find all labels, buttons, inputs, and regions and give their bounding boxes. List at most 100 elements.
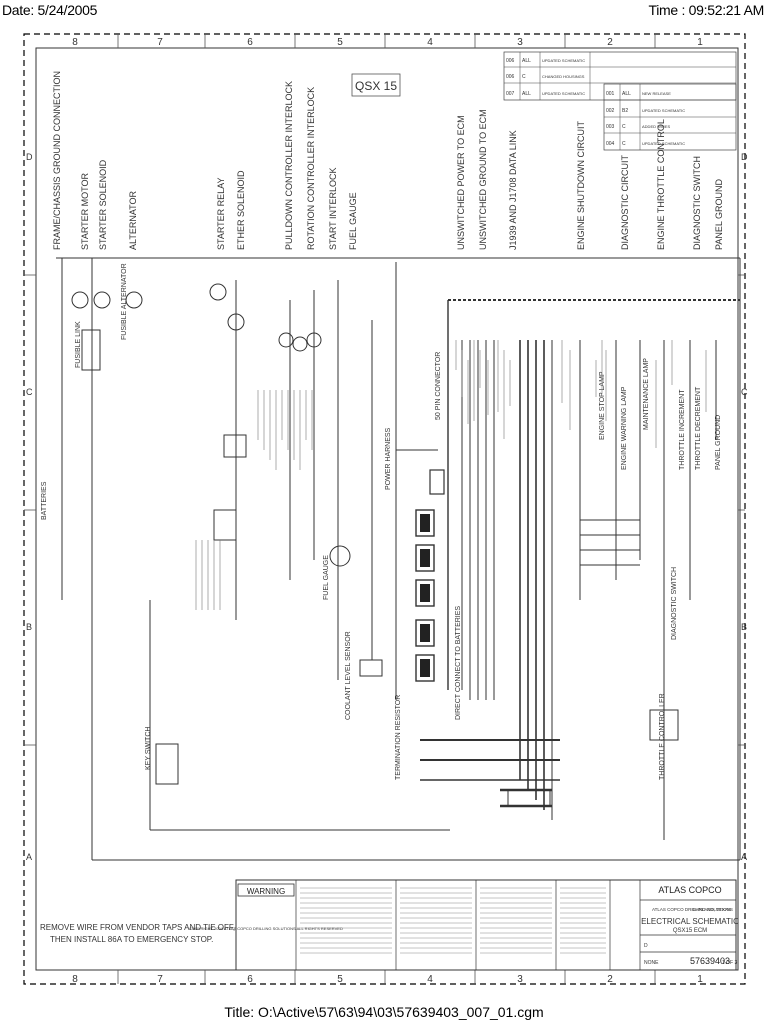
zone-number-bottom: 6 xyxy=(247,974,253,985)
revision-zone: C xyxy=(622,141,626,147)
connector-block xyxy=(415,509,435,537)
zone-number-bottom: 4 xyxy=(427,974,433,985)
connector-pin-group xyxy=(420,514,430,532)
zone-letter-left: C xyxy=(26,387,33,397)
connector-pin-group xyxy=(420,659,430,677)
connector-pin-group xyxy=(420,549,430,567)
vendor-note-line-2: THEN INSTALL 86A TO EMERGENCY STOP. xyxy=(50,935,213,944)
ecm-connectors xyxy=(415,469,445,682)
key-switch-symbol xyxy=(155,743,179,785)
revision-description: UPDATED SCHEMATIC xyxy=(542,91,585,96)
revision-description: UPDATED SCHEMATIC xyxy=(642,108,685,113)
function-label: UNSWITCHED POWER TO ECM xyxy=(456,115,466,250)
zone-number-bottom: 7 xyxy=(157,974,163,985)
engine-label-box: QSX 15 xyxy=(351,73,401,97)
revision-zone: ALL xyxy=(522,58,531,64)
function-label: START INTERLOCK xyxy=(328,167,338,250)
revision-number: 003 xyxy=(606,124,615,130)
function-label: STARTER RELAY xyxy=(216,177,226,250)
component-label: FUSIBLE LINK xyxy=(75,321,82,368)
component-label: BATTERIES xyxy=(41,481,48,520)
revision-description: CHANGED HOUSINGS xyxy=(542,74,585,79)
fuel-gauge-symbol xyxy=(329,545,351,567)
part-number: 57639403 xyxy=(690,956,730,966)
zone-letter-right: B xyxy=(741,622,747,632)
revision-description: UPDATED SCHEMATIC xyxy=(542,58,585,63)
zone-grid xyxy=(24,34,745,984)
function-label: DIAGNOSTIC CIRCUIT xyxy=(620,154,630,250)
wiring xyxy=(56,257,741,861)
drawing-subtitle: QSX15 ECM xyxy=(673,928,707,934)
function-label: ENGINE SHUTDOWN CIRCUIT xyxy=(576,121,586,250)
revision-number: 002 xyxy=(606,108,615,114)
zone-letter-left: A xyxy=(26,852,32,862)
component-symbols xyxy=(71,283,679,785)
copyright-text: COPYRIGHT 2004 ATLAS COPCO DRILLING SOLU… xyxy=(189,926,343,931)
fusible-link-symbol xyxy=(81,329,101,371)
small-annotations xyxy=(195,340,707,610)
component-label: FUEL GAUGE xyxy=(323,555,330,600)
component-label: MAINTENANCE LAMP xyxy=(643,358,650,430)
function-label: J1939 AND J1708 DATA LINK xyxy=(508,130,518,250)
function-label: ROTATION CONTROLLER INTERLOCK xyxy=(306,87,316,250)
drawing-size: D xyxy=(644,943,648,949)
function-label: STARTER SOLENOID xyxy=(98,159,108,250)
sheet-number: 1 OF 3 xyxy=(722,960,738,966)
component-label: DIRECT CONNECT TO BATTERIES xyxy=(455,606,462,720)
title-block: WARNING COPYRIGHT 2004 ATLAS COPCO DRILL… xyxy=(189,879,739,971)
footer-title: Title: O:\Active\57\63\94\03\57639403_00… xyxy=(224,1004,544,1020)
revision-zone: B2 xyxy=(622,108,628,114)
zone-letter-right: D xyxy=(741,152,748,162)
function-label: FUEL GAUGE xyxy=(348,192,358,250)
location-name: GARLAND, TEXAS xyxy=(692,907,731,912)
connector-block xyxy=(415,544,435,572)
function-label: FRAME/CHASSIS GROUND CONNECTION xyxy=(52,71,62,250)
zone-number-top: 7 xyxy=(157,37,163,48)
division-name: ATLAS COPCO DRILLING SOLUTIONS xyxy=(652,907,733,912)
zone-number-bottom: 8 xyxy=(72,974,78,985)
zone-number-top: 6 xyxy=(247,37,253,48)
component-label: COOLANT LEVEL SENSOR xyxy=(345,631,352,720)
function-label: UNSWITCHED GROUND TO ECM xyxy=(478,109,488,250)
zone-number-top: 3 xyxy=(517,37,523,48)
component-label: PANEL GROUND xyxy=(715,415,722,470)
component-label: 50 PIN CONNECTOR xyxy=(435,352,442,420)
function-label: PULLDOWN CONTROLLER INTERLOCK xyxy=(284,81,294,250)
zone-number-top: 5 xyxy=(337,37,343,48)
sheet-border xyxy=(23,33,746,985)
connector-pin-group xyxy=(420,584,430,602)
function-label: DIAGNOSTIC SWITCH xyxy=(692,156,702,250)
revision-number: 001 xyxy=(606,91,615,97)
connector-block xyxy=(415,579,435,607)
component-label: POWER HARNESS xyxy=(385,427,392,490)
component-label: TERMINATION RESISTOR xyxy=(395,695,402,780)
component-label: THROTTLE DECREMENT xyxy=(695,386,702,470)
zone-number-top: 4 xyxy=(427,37,433,48)
zone-number-bottom: 1 xyxy=(697,974,703,985)
zone-number-bottom: 2 xyxy=(607,974,613,985)
zone-letter-left: D xyxy=(26,152,33,162)
starter-relay-symbol xyxy=(209,283,227,301)
component-label: ENGINE WARNING LAMP xyxy=(621,386,628,470)
alternator-symbol xyxy=(125,291,143,309)
revision-description: ADDED WIRES xyxy=(642,124,671,129)
revision-zone: C xyxy=(622,124,626,130)
zone-letter-right: C xyxy=(741,387,748,397)
print-time: Time : 09:52:21 AM xyxy=(648,2,765,18)
function-label: STARTER MOTOR xyxy=(80,172,90,250)
revision-zone: C xyxy=(522,74,526,80)
function-label: PANEL GROUND xyxy=(714,178,724,250)
connector-block xyxy=(415,619,435,647)
revision-number: 007 xyxy=(506,91,515,97)
zone-number-top: 1 xyxy=(697,37,703,48)
zone-letter-left: B xyxy=(26,622,32,632)
zone-number-bottom: 3 xyxy=(517,974,523,985)
function-label: ETHER SOLENOID xyxy=(236,170,246,250)
revision-number: 004 xyxy=(606,141,615,147)
revision-description: NEW RELEASE xyxy=(642,91,671,96)
zone-letter-right: A xyxy=(741,852,747,862)
connector-block xyxy=(415,654,435,682)
drawing-frame xyxy=(35,47,739,971)
